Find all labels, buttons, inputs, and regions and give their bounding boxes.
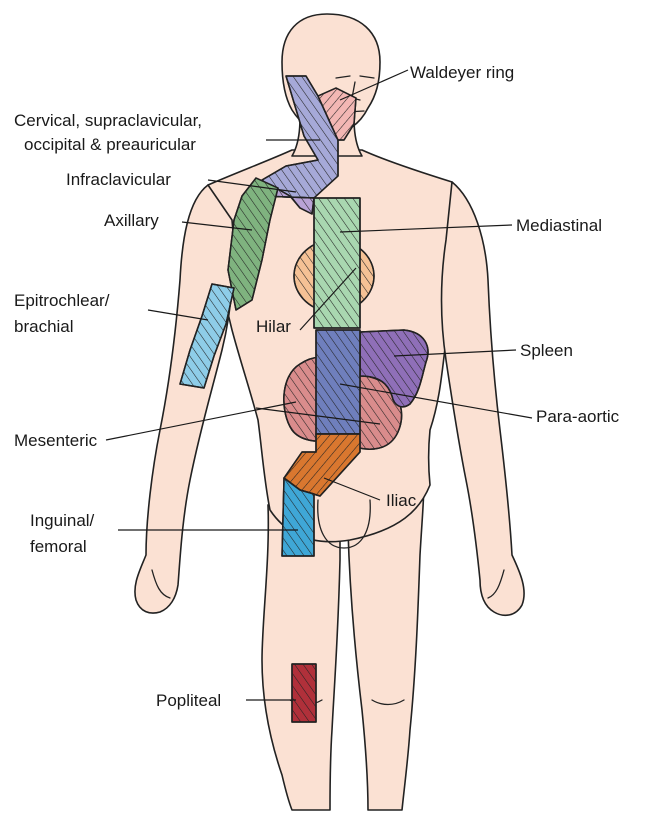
label-inguinal-line-2: femoral xyxy=(30,537,87,556)
label-axillary: Axillary xyxy=(104,211,159,230)
left-arm xyxy=(135,185,234,613)
label-mediastinal: Mediastinal xyxy=(516,216,602,235)
popliteal-region xyxy=(292,664,316,722)
label-epitrochlear-line-2: brachial xyxy=(14,317,74,336)
right-arm xyxy=(442,182,525,615)
label-hilar: Hilar xyxy=(256,317,291,336)
label-inguinal-line-1: Inguinal/ xyxy=(30,511,95,530)
label-cervical-line-2: occipital & preauricular xyxy=(24,135,196,154)
label-popliteal: Popliteal xyxy=(156,691,221,710)
label-spleen: Spleen xyxy=(520,341,573,360)
label-waldeyer-ring: Waldeyer ring xyxy=(410,63,514,82)
label-cervical-line-1: Cervical, supraclavicular, xyxy=(14,111,202,130)
popliteal-region-hatch xyxy=(292,664,316,722)
mediastinal-region-hatch xyxy=(314,198,360,328)
label-para-aortic: Para-aortic xyxy=(536,407,620,426)
mediastinal-region xyxy=(314,198,360,328)
label-epitrochlear-line-1: Epitrochlear/ xyxy=(14,291,110,310)
label-infraclavicular: Infraclavicular xyxy=(66,170,171,189)
label-iliac: Iliac xyxy=(386,491,417,510)
label-mesenteric: Mesenteric xyxy=(14,431,98,450)
